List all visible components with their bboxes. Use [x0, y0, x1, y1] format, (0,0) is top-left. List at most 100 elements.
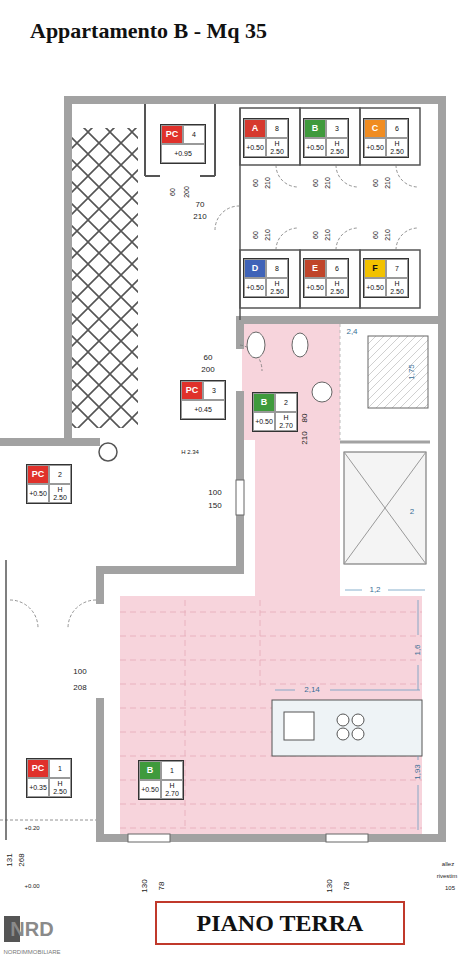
floor-title-box: PIANO TERRA — [155, 901, 405, 945]
tag-cell: H 2.70 — [161, 780, 183, 799]
tag-cell: 8 — [266, 119, 288, 138]
tag-value: +0.50 — [306, 144, 324, 151]
logo-text: NRD — [10, 919, 53, 939]
tag-value: 7 — [395, 265, 399, 272]
tag-letter-cell: D — [244, 259, 266, 278]
dimension-label: 78 — [158, 882, 166, 891]
tag-cell: 8 — [266, 259, 288, 278]
tag-value: H 2.50 — [50, 486, 70, 501]
tag-letter: C — [372, 124, 379, 133]
watermark: NORDIMMOBILIARE — [3, 949, 60, 955]
tag-letter-cell: B — [253, 393, 275, 412]
tag-cell: H 2.50 — [49, 778, 71, 797]
tag-letter: D — [252, 264, 259, 273]
tag-cell: +0.50 — [27, 484, 49, 503]
tag-cell: 3 — [203, 381, 225, 400]
tag-value: 6 — [335, 265, 339, 272]
tag-letter: PC — [166, 130, 179, 139]
room-tag: E6+0.50H 2.50 — [303, 258, 349, 298]
tag-cell: 2 — [49, 465, 71, 484]
dimension-label: 1,6 — [414, 644, 422, 655]
tag-letter: B — [312, 124, 319, 133]
dimension-label: 70 — [196, 201, 205, 209]
tag-letter-cell: A — [244, 119, 266, 138]
room-tag: PC4+0.95 — [160, 124, 206, 164]
tag-value: 2 — [58, 471, 62, 478]
tag-cell: +0.50 — [304, 278, 326, 297]
tag-cell: 3 — [326, 119, 348, 138]
tag-value: +0.45 — [194, 406, 212, 413]
tag-value: +0.50 — [246, 284, 264, 291]
dimension-label: 210 — [384, 229, 391, 241]
dimension-label: 210 — [193, 213, 206, 221]
tag-letter-cell: F — [364, 259, 386, 278]
dimension-label: 2 — [410, 508, 414, 516]
tag-cell: H 2.70 — [275, 412, 297, 431]
tag-letter-cell: PC — [161, 125, 183, 144]
room-tag: PC 2 +0.50H 2.50 — [26, 464, 72, 504]
tag-value: H 2.50 — [327, 280, 347, 295]
dimension-label: 130 — [326, 879, 334, 892]
tag-value: H 2.50 — [267, 140, 287, 155]
dimension-label: 208 — [73, 684, 86, 692]
tag-cell: H 2.50 — [49, 484, 71, 503]
dimension-label: 105 — [445, 885, 455, 891]
tag-value: 3 — [212, 387, 216, 394]
dimension-label: 60 — [252, 231, 259, 239]
tag-value: H 2.50 — [387, 140, 407, 155]
dimension-label: 210 — [324, 177, 331, 189]
tag-cell: +0.50 — [304, 138, 326, 157]
tag-cell: H 2.50 — [326, 138, 348, 157]
tag-cell: 6 — [386, 119, 408, 138]
tag-letter: B — [261, 398, 268, 407]
tag-value: H 2.50 — [327, 140, 347, 155]
tag-value: +0.50 — [366, 284, 384, 291]
dimension-label: 60 — [312, 231, 319, 239]
dimension-label: allez — [442, 861, 454, 867]
dimension-label: 210 — [324, 229, 331, 241]
tag-value: +0.50 — [29, 490, 47, 497]
tag-letter: B — [147, 766, 154, 775]
tag-value: 3 — [335, 125, 339, 132]
room-tag: B2+0.50H 2.70 — [252, 392, 298, 432]
tag-value: +0.50 — [141, 786, 159, 793]
dimension-label: 200 — [201, 366, 214, 374]
room-tag: PC1+0.35H 2.50 — [26, 758, 72, 798]
tag-letter-cell: PC — [27, 759, 49, 778]
tag-cell: H 2.50 — [326, 278, 348, 297]
tag-letter: A — [252, 124, 259, 133]
tag-value: H 2.50 — [387, 280, 407, 295]
dimension-label: 131 — [6, 853, 14, 866]
tag-value: 8 — [275, 265, 279, 272]
tag-value: +0.95 — [174, 150, 192, 157]
dimension-label: 210 — [264, 177, 271, 189]
tag-value: H 2.70 — [276, 414, 296, 429]
dimension-label: 210 — [384, 177, 391, 189]
tag-letter: PC — [186, 386, 199, 395]
dimension-label: 100 — [208, 489, 221, 497]
tag-value: +0.50 — [246, 144, 264, 151]
tag-value: H 2.70 — [162, 782, 182, 797]
tag-letter: PC — [32, 764, 45, 773]
tag-cell: 2 — [275, 393, 297, 412]
tag-value: +0.50 — [255, 418, 273, 425]
tag-letter-cell: PC — [27, 465, 49, 484]
dimension-label: 100 — [73, 668, 86, 676]
plan-title: Appartamento B - Mq 35 — [30, 18, 267, 44]
tag-cell: +0.35 — [27, 778, 49, 797]
tag-cell: 6 — [326, 259, 348, 278]
tag-cell: +0.50 — [244, 278, 266, 297]
tag-value: H 2.50 — [267, 280, 287, 295]
dimension-label: 210 — [264, 229, 271, 241]
dimension-label: 60 — [372, 231, 379, 239]
tag-letter-cell: PC — [181, 381, 203, 400]
tag-value: 1 — [170, 767, 174, 774]
dimension-label: 60 — [372, 179, 379, 187]
dimension-label: 1,2 — [369, 586, 380, 594]
room-tag: D 8 +0.50H 2.50 — [243, 258, 289, 298]
tag-cell: +0.95 — [161, 144, 205, 163]
dimension-label: 80 — [301, 414, 309, 423]
tag-cell: +0.50 — [244, 138, 266, 157]
tag-cell: +0.50 — [253, 412, 275, 431]
